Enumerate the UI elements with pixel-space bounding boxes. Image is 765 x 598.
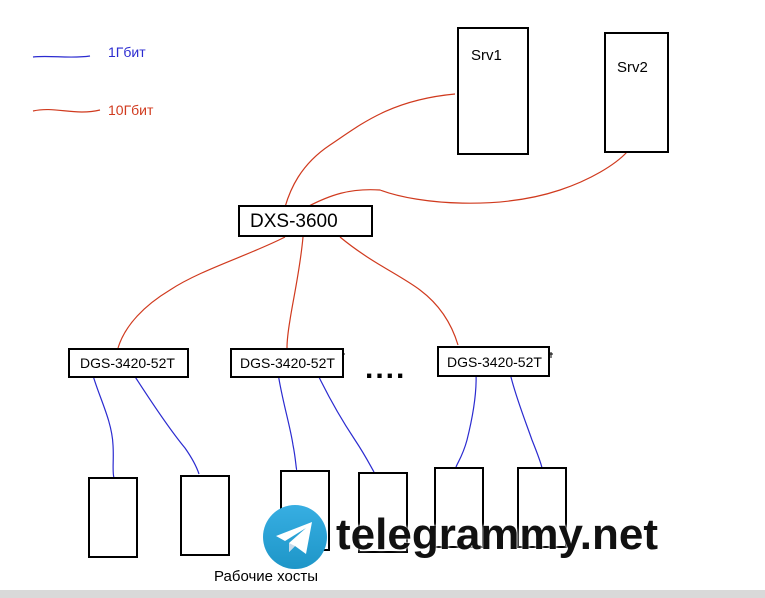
host-box (88, 477, 138, 558)
bottom-border (0, 590, 765, 598)
link-dxs-dgs1 (117, 236, 286, 349)
link-dxs-dgs3 (339, 236, 459, 346)
legend-label-1g: 1Гбит (108, 44, 146, 60)
link-dxs-srv1 (284, 93, 456, 208)
host-box (434, 467, 484, 548)
access-switch-2-label: DGS-3420-52T (240, 355, 335, 371)
host-box (517, 467, 567, 548)
access-switch-2: DGS-3420-52T (230, 348, 344, 378)
server-srv1: Srv1 (457, 27, 529, 155)
hosts-caption: Рабочие хосты (214, 568, 318, 585)
telegram-logo-icon (263, 505, 327, 569)
host-box (358, 472, 408, 553)
access-switch-1: DGS-3420-52T (68, 348, 189, 378)
core-switch-dxs: DXS-3600 (238, 205, 373, 237)
core-switch-label: DXS-3600 (250, 211, 338, 232)
watermark-text: telegrammy.net (336, 510, 658, 559)
link-dxs-srv2 (306, 151, 628, 208)
legend-line-1g (32, 55, 91, 58)
legend-label-10g: 10Гбит (108, 102, 154, 118)
server-srv2-label: Srv2 (617, 59, 648, 76)
link-dgs2-host3 (277, 372, 298, 471)
more-switches-ellipsis: .... (365, 352, 407, 385)
server-srv2: Srv2 (604, 32, 669, 153)
link-dgs3-host6 (509, 372, 543, 469)
link-dgs1-host1 (91, 371, 115, 479)
link-dgs1-host2 (131, 371, 200, 475)
link-dgs2-host4 (316, 372, 375, 473)
legend-line-10g (32, 108, 101, 113)
link-dgs3-host5 (455, 372, 477, 468)
server-srv1-label: Srv1 (471, 47, 502, 64)
access-switch-1-label: DGS-3420-52T (80, 355, 175, 371)
link-dxs-dgs2 (286, 236, 304, 349)
access-switch-3-label: DGS-3420-52T (447, 354, 542, 370)
host-box (180, 475, 230, 556)
access-switch-3: DGS-3420-52T (437, 346, 550, 377)
